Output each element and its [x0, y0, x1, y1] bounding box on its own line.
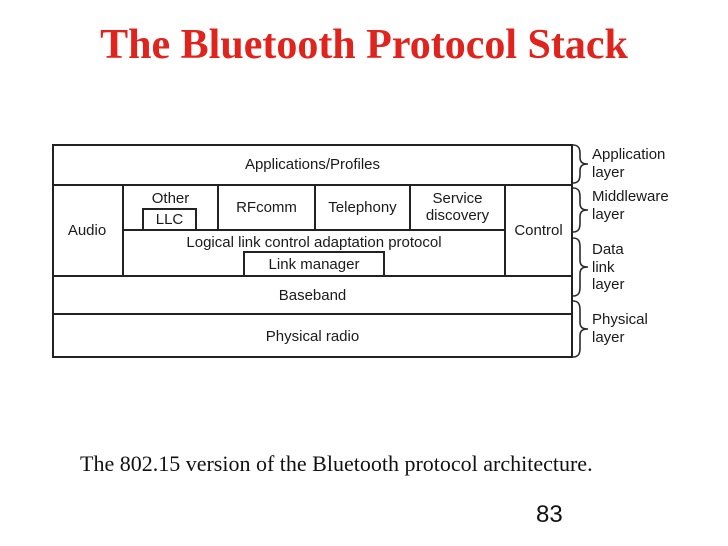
divider-other-rfcomm — [217, 184, 219, 231]
data-link-layer-brace-icon — [572, 237, 589, 297]
middleware-layer-label: Middleware layer — [592, 188, 669, 223]
application-layer-label: Application layer — [592, 146, 665, 181]
data-link-layer-line2: link — [592, 258, 615, 276]
divider-audio-right — [122, 184, 124, 277]
application-layer-line1: Application — [592, 146, 666, 163]
divider-above-physical-radio — [52, 313, 573, 315]
outer-border-right — [571, 144, 573, 358]
divider-below-applications — [52, 184, 573, 186]
middleware-layer-line1: Middleware — [592, 188, 669, 205]
page-number: 83 — [536, 501, 563, 528]
cell-applications-profiles: Applications/Profiles — [244, 155, 381, 173]
cell-audio: Audio — [67, 221, 107, 239]
data-link-layer-label: Data link layer — [592, 241, 625, 294]
slide-caption: The 802.15 version of the Bluetooth prot… — [80, 451, 593, 476]
application-layer-line2: layer — [592, 163, 625, 181]
physical-layer-label: Physical layer — [592, 311, 648, 346]
data-link-layer-line1: Data — [592, 241, 624, 258]
service-discovery-line2: discovery — [425, 207, 490, 224]
cell-physical-radio: Physical radio — [265, 327, 360, 345]
cell-telephony: Telephony — [328, 198, 397, 216]
cell-service-discovery: Service discovery — [411, 184, 504, 230]
physical-layer-brace-icon — [572, 300, 589, 358]
cell-baseband: Baseband — [278, 287, 347, 304]
cell-llc: LLC — [142, 208, 197, 231]
divider-control-left — [504, 184, 506, 277]
middleware-layer-brace-icon — [572, 187, 589, 233]
cell-control: Control — [514, 221, 563, 239]
physical-layer-line1: Physical — [592, 311, 648, 328]
application-layer-brace-icon — [572, 144, 589, 184]
protocol-stack-diagram: Applications/Profiles Audio Other LLC RF… — [52, 144, 573, 358]
middleware-layer-line2: layer — [592, 205, 625, 223]
physical-layer-line2: layer — [592, 328, 625, 346]
cell-link-manager: Link manager — [243, 251, 385, 277]
service-discovery-line1: Service — [432, 190, 483, 207]
outer-border-top — [52, 144, 573, 146]
outer-border-bottom — [52, 356, 573, 358]
cell-l2cap: Logical link control adaptation protocol — [186, 233, 442, 251]
slide-title: The Bluetooth Protocol Stack — [100, 22, 628, 68]
cell-other: Other — [151, 189, 190, 207]
outer-border-left — [52, 144, 54, 358]
data-link-layer-line3: layer — [592, 276, 625, 293]
cell-rfcomm: RFcomm — [236, 198, 297, 216]
divider-telephony-service — [409, 184, 411, 231]
divider-rfcomm-telephony — [314, 184, 316, 231]
